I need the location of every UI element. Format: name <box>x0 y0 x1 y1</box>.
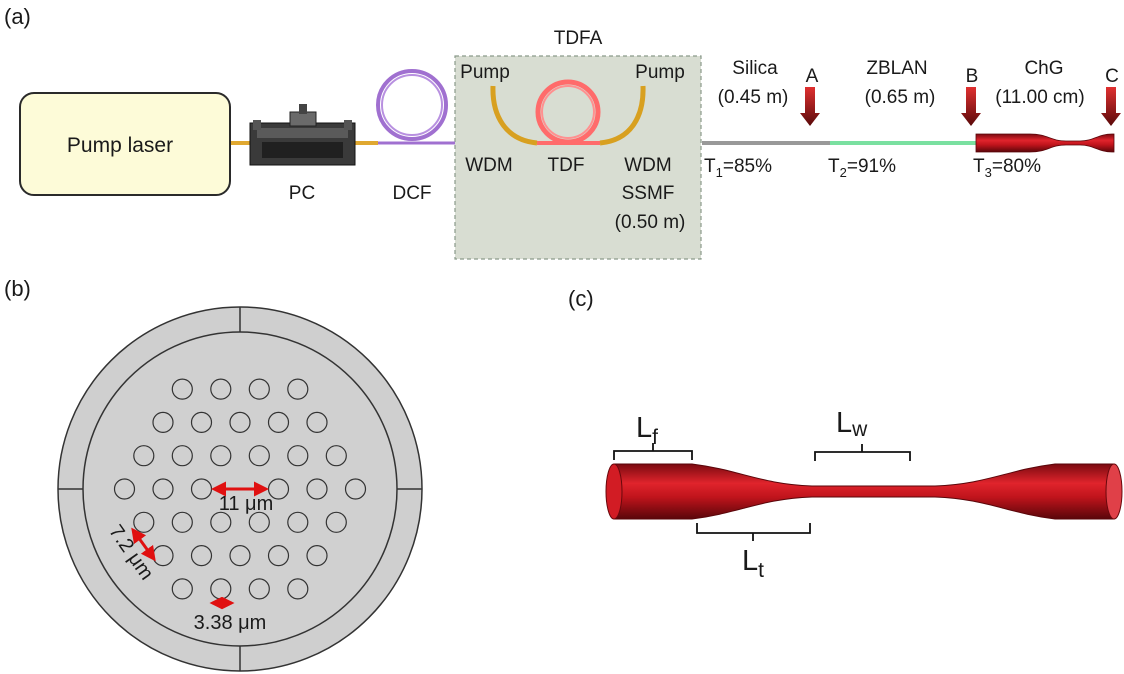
air-hole <box>306 544 328 567</box>
air-hole <box>152 544 174 567</box>
air-hole <box>190 411 213 433</box>
t3-label: T3=80% <box>973 156 1041 180</box>
silica-length: (0.45 m) <box>718 87 789 108</box>
panel-label-a: (a) <box>4 4 31 29</box>
air-hole <box>113 478 136 500</box>
air-hole <box>306 478 328 500</box>
panel-label-c: (c) <box>568 286 594 311</box>
zblan-length: (0.65 m) <box>865 87 936 108</box>
air-hole <box>306 411 328 433</box>
air-hole <box>287 378 309 400</box>
air-hole <box>171 445 193 467</box>
air-hole <box>325 445 347 467</box>
tapered-fiber-left-end <box>605 463 623 520</box>
t1-label: T1=85% <box>704 156 772 180</box>
air-hole <box>287 511 309 533</box>
lw-bracket <box>814 451 911 461</box>
ssmf-length: (0.50 m) <box>615 212 686 233</box>
wdm-left-label: WDM <box>465 155 512 176</box>
air-hole <box>152 411 174 433</box>
tdfa-box <box>454 55 702 260</box>
point-b-arrow <box>961 87 981 126</box>
air-hole <box>267 411 290 433</box>
pc-device <box>249 104 356 166</box>
air-hole <box>171 511 193 533</box>
air-hole <box>190 544 213 567</box>
air-hole <box>210 578 232 600</box>
air-hole <box>133 511 155 533</box>
air-hole <box>248 511 270 533</box>
lf-bracket <box>613 450 693 460</box>
pitch-label: 11 μm <box>219 493 274 515</box>
lf-label: Lf <box>636 412 658 449</box>
air-hole <box>171 378 193 400</box>
tapered-fiber-right-end <box>1105 463 1123 520</box>
tdfa-label: TDFA <box>554 28 603 49</box>
tapered-fiber <box>605 463 1123 520</box>
point-a-label: A <box>806 66 819 87</box>
dcf-label: DCF <box>392 183 431 204</box>
air-hole <box>267 544 290 567</box>
ssmf-label: SSMF <box>622 183 675 204</box>
point-c-arrow <box>1101 87 1121 126</box>
tapered-fiber-body <box>613 463 1115 520</box>
air-hole <box>229 411 251 433</box>
lt-label: Lt <box>742 545 764 582</box>
air-hole <box>287 578 309 600</box>
t2-label: T2=91% <box>828 156 896 180</box>
air-hole <box>248 378 270 400</box>
air-hole-array <box>113 378 367 600</box>
tdf-coil <box>535 79 601 145</box>
tdf-label: TDF <box>548 155 585 176</box>
air-hole <box>210 378 232 400</box>
air-hole <box>229 544 251 567</box>
air-hole <box>248 445 270 467</box>
wdm-right-label: WDM <box>624 155 671 176</box>
lt-bracket <box>696 523 811 534</box>
air-hole <box>190 478 213 500</box>
chg-length: (11.00 cm) <box>995 87 1084 108</box>
pump-left-label: Pump <box>460 62 510 83</box>
silica-label: Silica <box>732 58 778 79</box>
air-hole <box>171 578 193 600</box>
air-hole <box>325 511 347 533</box>
air-hole <box>287 445 309 467</box>
core-arrow <box>131 527 156 562</box>
air-hole <box>248 578 270 600</box>
point-a-arrow <box>800 87 820 126</box>
pc-label: PC <box>289 183 315 204</box>
point-c-label: C <box>1105 66 1119 87</box>
panel-label-b: (b) <box>4 276 31 301</box>
point-b-label: B <box>966 66 979 87</box>
air-hole <box>152 478 174 500</box>
chg-fiber <box>975 133 1115 153</box>
lw-label: Lw <box>836 407 868 441</box>
air-hole <box>210 445 232 467</box>
air-hole <box>133 445 155 467</box>
dcf-coil <box>376 69 448 141</box>
pump-fiber-right <box>599 85 646 146</box>
air-hole <box>344 478 367 500</box>
air-hole <box>210 511 232 533</box>
hole-label: 3.38 μm <box>194 612 267 634</box>
pump-laser-box <box>19 92 231 196</box>
pump-fiber-left <box>490 85 538 146</box>
zblan-label: ZBLAN <box>866 58 927 79</box>
pump-right-label: Pump <box>635 62 685 83</box>
pump-laser-label: Pump laser <box>67 134 173 157</box>
chg-label: ChG <box>1024 58 1063 79</box>
